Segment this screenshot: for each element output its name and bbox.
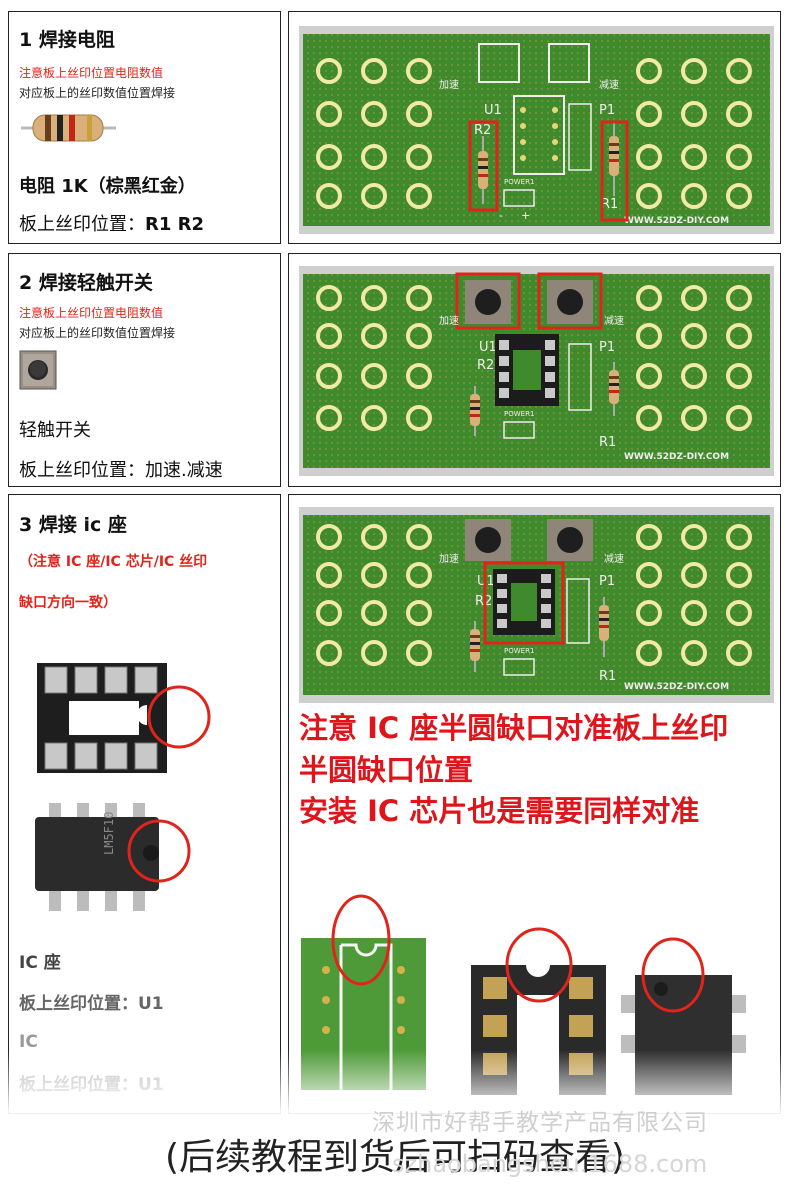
section-2-component: 轻触开关 xyxy=(19,420,91,441)
chip-notch-circle xyxy=(641,937,705,1013)
chip-notch-closeup xyxy=(621,937,746,1095)
pcb1-label-minus: - xyxy=(499,209,503,222)
warning-line-1: 注意 IC 座半圆缺口对准板上丝印 xyxy=(299,711,729,745)
pcb-notch-circle xyxy=(331,894,391,986)
resistor-image xyxy=(21,114,116,142)
section-3-item2-name: IC xyxy=(19,1032,38,1052)
section-1-photo-panel: 加速 减速 U1 R2 P1 R1 POWER1 - + WWW.52DZ-DI… xyxy=(288,11,781,244)
pcb3-label-decel: 减速 xyxy=(604,553,624,565)
section-2-title: 2 焊接轻触开关 xyxy=(19,272,153,294)
pcb2-label-decel: 减速 xyxy=(604,315,624,327)
pcb1-website: WWW.52DZ-DIY.COM xyxy=(624,216,729,226)
ic-chip-notch-circle xyxy=(127,819,191,883)
pcb1-label-power: POWER1 xyxy=(504,178,534,186)
section-3-title: 3 焊接 ic 座 xyxy=(19,514,127,536)
section-3-text-panel: 3 焊接 ic 座 （注意 IC 座/IC 芯片/IC 丝印 缺口方向一致） L… xyxy=(8,494,281,1114)
section-3-photo-panel: 加速 减速 U1 R2 P1 R1 POWER1 WWW.52DZ-DIY.CO… xyxy=(288,494,781,1114)
pcb1-resistor-r1 xyxy=(609,122,619,196)
socket-notch-circle xyxy=(505,927,573,1003)
pcb-notch-closeup xyxy=(301,894,426,1090)
pcb2-highlight-decel xyxy=(537,272,603,330)
pcb3-resistor-r2 xyxy=(470,621,480,672)
pcb3-highlight-ic xyxy=(483,561,565,645)
section-3-item1-pos: 板上丝印位置：U1 xyxy=(19,994,164,1014)
pcb1-highlight-r2 xyxy=(468,120,499,212)
footer-note: (后续教程到货后可扫码查看) xyxy=(164,1137,626,1178)
pcb1-label-plus: + xyxy=(521,209,530,222)
section-3-item2-pos: 板上丝印位置：U1 xyxy=(19,1075,164,1095)
pcb1-resistor-r2 xyxy=(478,136,488,204)
section-1-position: 板上丝印位置：R1 R2 xyxy=(19,210,204,236)
pcb-photo-3: 加速 减速 U1 R2 P1 R1 POWER1 WWW.52DZ-DIY.CO… xyxy=(299,507,774,703)
watermark-url: szhaobangshou.1688.com xyxy=(392,1150,708,1178)
section-2-photo-panel: 加速 减速 U1 R2 P1 R1 POWER1 WWW.52DZ-DIY.CO… xyxy=(288,253,781,487)
ic-socket-notch-circle xyxy=(147,685,211,749)
pcb3-resistor-r1 xyxy=(599,597,609,657)
section-3-item1-name: IC 座 xyxy=(19,953,61,973)
socket-notch-closeup xyxy=(471,927,606,1095)
pcb2-ic-socket xyxy=(495,334,559,406)
tact-switch-image xyxy=(19,350,57,390)
pcb3-label-power: POWER1 xyxy=(504,647,534,655)
ic-chip-photo: LM5F10 xyxy=(35,803,191,911)
pcb-photo-1: 加速 减速 U1 R2 P1 R1 POWER1 - + WWW.52DZ-DI… xyxy=(299,26,774,234)
pcb2-label-r1: R1 xyxy=(599,435,616,450)
pcb1-highlight-r1 xyxy=(600,120,629,222)
section-2-text-panel: 2 焊接轻触开关 注意板上丝印位置电阻数值 对应板上的丝印数值位置焊接 轻触开关… xyxy=(8,253,281,487)
section-1-text-panel: 1 焊接电阻 注意板上丝印位置电阻数值 对应板上的丝印数值位置焊接 电阻 1K（… xyxy=(8,11,281,244)
section-2-position: 板上丝印位置：加速.减速 xyxy=(19,456,223,482)
pcb1-label-accel: 加速 xyxy=(439,79,459,91)
ic-chip-marking: LM5F10 xyxy=(102,812,116,855)
warning-line-2: 半圆缺口位置 xyxy=(299,753,474,787)
pcb2-resistor-r2 xyxy=(470,386,480,436)
pcb2-label-power: POWER1 xyxy=(504,410,534,418)
section-1-position-prefix: 板上丝印位置： xyxy=(19,214,145,235)
section-3-note-line2: 缺口方向一致） xyxy=(19,595,117,611)
pcb-photo-2: 加速 减速 U1 R2 P1 R1 POWER1 WWW.52DZ-DIY.CO… xyxy=(299,266,774,476)
pcb2-resistor-r1 xyxy=(609,362,619,416)
pcb2-website: WWW.52DZ-DIY.COM xyxy=(624,452,729,462)
section-2-note-black: 对应板上的丝印数值位置焊接 xyxy=(19,326,176,340)
pcb1-label-p1: P1 xyxy=(599,103,615,118)
pcb3-ic-socket xyxy=(493,569,555,635)
section-1-note-red: 注意板上丝印位置电阻数值 xyxy=(19,66,164,80)
section-1-position-value: R1 R2 xyxy=(145,214,205,235)
pcb1-label-r1: R1 xyxy=(601,197,618,212)
pcb3-website: WWW.52DZ-DIY.COM xyxy=(624,682,729,692)
pcb2-switch-accel xyxy=(465,280,511,324)
section-2-note-red: 注意板上丝印位置电阻数值 xyxy=(19,306,164,320)
section-1-title: 1 焊接电阻 xyxy=(19,29,115,51)
pcb2-label-accel: 加速 xyxy=(439,315,459,327)
pcb2-switch-decel xyxy=(547,280,593,324)
section-1-note-black: 对应板上的丝印数值位置焊接 xyxy=(19,86,176,100)
pcb2-label-u1: U1 xyxy=(479,340,497,355)
section-2-position-prefix: 板上丝印位置： xyxy=(19,460,145,481)
pcb1-label-u1: U1 xyxy=(484,103,502,118)
pcb3-label-r1: R1 xyxy=(599,669,616,684)
warning-line-3: 安装 IC 芯片也是需要同样对准 xyxy=(299,794,700,828)
pcb1-label-r2: R2 xyxy=(474,123,491,138)
pcb3-label-p1: P1 xyxy=(599,574,615,589)
pcb1-label-decel: 减速 xyxy=(599,79,619,91)
pcb3-switch-accel xyxy=(465,519,511,561)
section-3-note-line1: （注意 IC 座/IC 芯片/IC 丝印 xyxy=(19,554,208,570)
pcb2-label-r2: R2 xyxy=(477,358,494,373)
pcb3-switch-decel xyxy=(547,519,593,561)
watermark-company: 深圳市好帮手教学产品有限公司 xyxy=(372,1110,708,1136)
pcb3-label-accel: 加速 xyxy=(439,553,459,565)
ic-socket-photo xyxy=(37,663,211,773)
pcb2-highlight-accel xyxy=(455,272,521,330)
pcb2-label-p1: P1 xyxy=(599,340,615,355)
section-2-position-value: 加速.减速 xyxy=(145,460,223,481)
section-1-component: 电阻 1K（棕黑红金） xyxy=(19,176,196,197)
